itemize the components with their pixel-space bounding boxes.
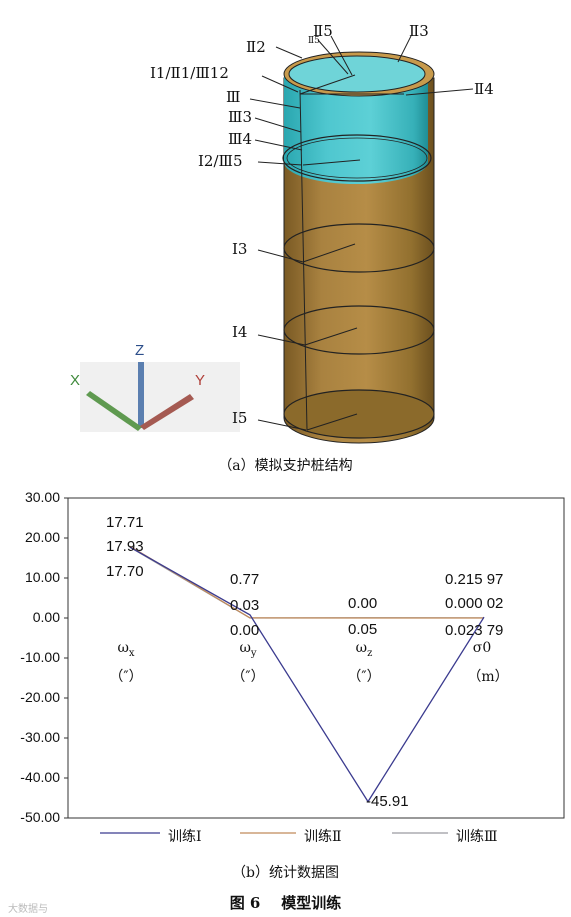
series-line-1 (129, 546, 485, 803)
data-label-c0-3: 17.70 (106, 563, 144, 580)
caption-b: （b）统计数据图 (232, 865, 339, 881)
label-II3: Ⅱ3 (409, 22, 429, 40)
label-III4: Ⅲ4 (228, 130, 253, 148)
category-wx-unit: （″） (109, 669, 143, 685)
category-wz-unit: （″） (347, 669, 381, 685)
data-label-c3-2: 0.000 02 (445, 595, 504, 612)
category-sigma0-unit: （m） (467, 669, 509, 685)
pile-model-figure (80, 35, 474, 444)
label-I5: Ⅰ5 (232, 409, 248, 427)
data-label-c1-3: 0.00 (230, 622, 260, 639)
label-II5-small: Ⅱ5 (308, 36, 320, 46)
category-wx: ωx (117, 640, 135, 659)
x-axis-bar (86, 391, 142, 431)
label-II2: Ⅱ2 (246, 38, 266, 56)
axis-label-y: Y (195, 372, 206, 389)
data-label-c0-1: 17.71 (106, 514, 144, 531)
category-wz: ωz (355, 640, 373, 659)
data-label-c0-2: 17.93 (106, 538, 144, 555)
label-I3: Ⅰ3 (232, 240, 248, 258)
data-label-c2-2: 0.05 (348, 621, 378, 638)
y-tick-label-3: 0.00 (32, 609, 60, 625)
figure-title: 模型训练 (281, 894, 342, 912)
label-I2-III5: Ⅰ2/Ⅲ5 (198, 152, 243, 170)
axis-label-x: X (70, 372, 81, 389)
label-II5: Ⅱ5 (313, 22, 333, 40)
legend-series-2: 训练Ⅱ (304, 829, 342, 845)
y-tick-label-7: -40.00 (20, 769, 60, 785)
axis-label-z: Z (135, 342, 145, 359)
y-tick-label-8: -50.00 (20, 809, 60, 825)
y-tick-label-0: 30.00 (24, 489, 60, 505)
label-I1-II1-III12: Ⅰ1/Ⅱ1/Ⅲ12 (150, 64, 229, 82)
data-label-min: -45.91 (366, 793, 409, 810)
y-tick-label-1: 20.00 (24, 529, 60, 545)
y-tick-label-6: -30.00 (20, 729, 60, 745)
label-I4: Ⅰ4 (232, 323, 248, 341)
figure-caption: 图 6 模型训练 (0, 892, 571, 913)
data-label-c1-1: 0.77 (230, 571, 260, 588)
z-axis-bar (138, 362, 144, 428)
y-tick-label-2: 10.00 (24, 569, 60, 585)
data-label-c2-1: 0.00 (348, 595, 378, 612)
label-III3: Ⅲ3 (228, 108, 253, 126)
series-line-2 (129, 545, 485, 619)
watermark: 大数据与 (8, 904, 48, 915)
y-tick-label-5: -20.00 (20, 689, 60, 705)
statistics-chart (64, 497, 565, 834)
label-III: Ⅲ (226, 88, 241, 106)
category-wy: ωy (239, 640, 257, 659)
category-sigma0: σ0 (472, 640, 492, 656)
y-tick-label-4: -10.00 (20, 649, 60, 665)
legend-series-3: 训练Ⅲ (456, 829, 498, 845)
figure-number: 图 6 (229, 894, 261, 912)
data-label-c3-3: 0.023 79 (445, 622, 504, 639)
ring-I5 (283, 389, 435, 439)
caption-a: （a）模拟支护桩结构 (218, 458, 353, 474)
y-axis-bar (140, 394, 194, 430)
ring-I4 (283, 305, 435, 355)
legend-series-1: 训练Ⅰ (168, 829, 202, 845)
label-II4: Ⅱ4 (474, 80, 494, 98)
data-label-c3-1: 0.215 97 (445, 571, 504, 588)
ring-I3 (283, 223, 435, 273)
category-wy-unit: （″） (231, 669, 265, 685)
data-label-c1-2: 0.03 (230, 597, 260, 614)
pile-top-surface (288, 55, 426, 93)
series-line-3 (129, 546, 485, 619)
ring-I2-III5 (282, 134, 432, 182)
